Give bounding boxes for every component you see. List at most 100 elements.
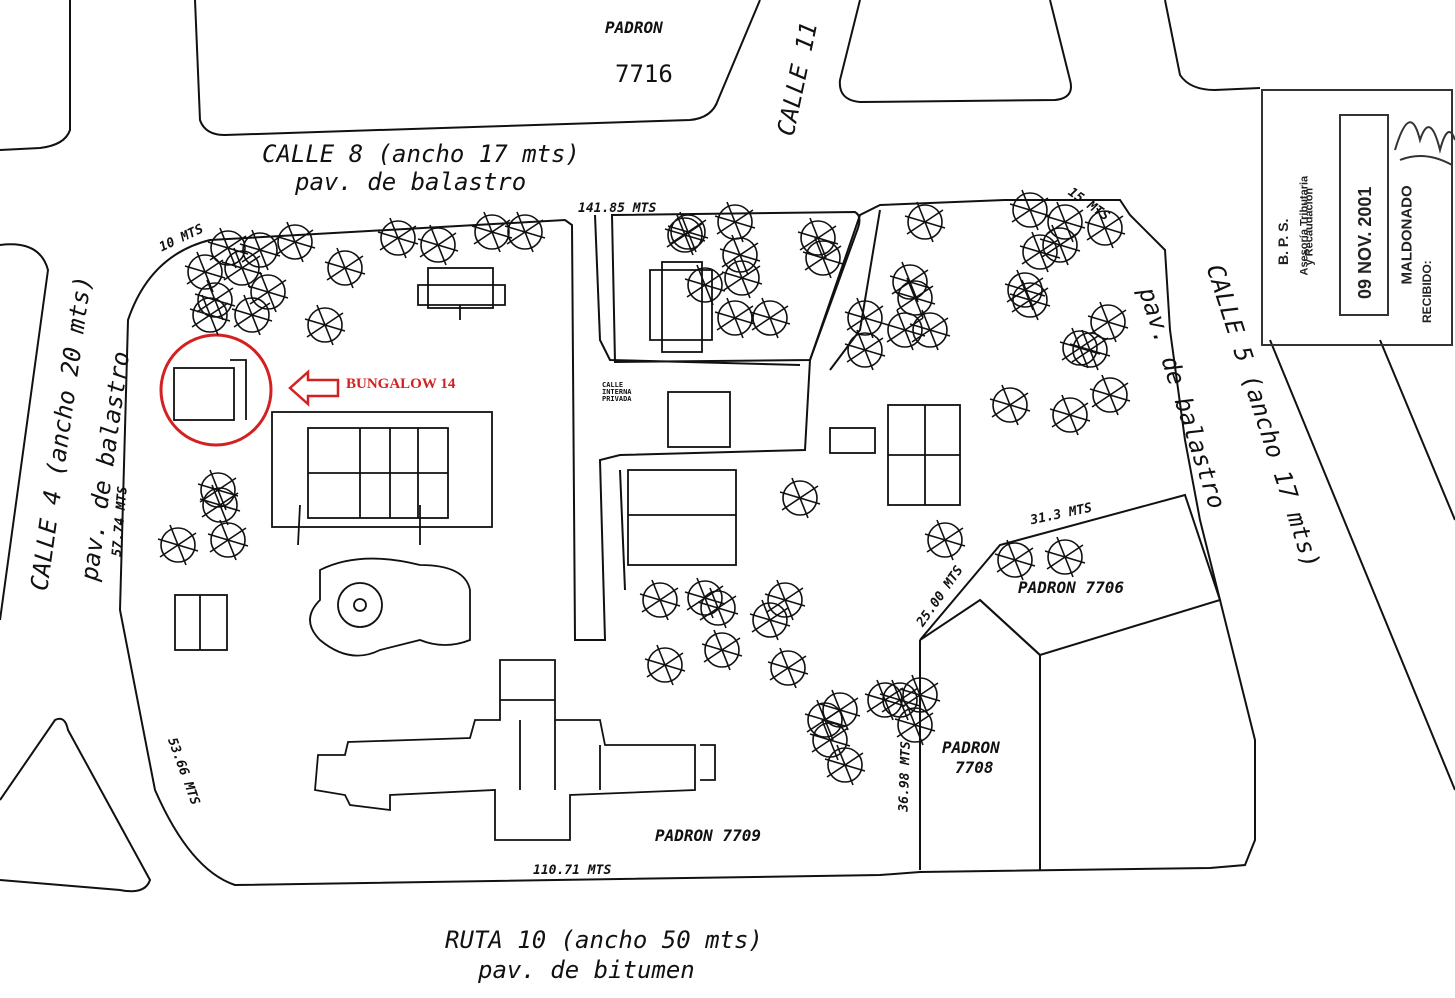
tree-symbol-strokes — [797, 217, 839, 259]
bungalow-14-building — [173, 367, 235, 421]
stamp-line-2: y Recaudación — [1303, 187, 1316, 266]
tree-symbol — [927, 522, 963, 558]
tree-symbol — [192, 297, 228, 333]
tree-symbol-strokes — [274, 221, 316, 263]
tree-symbol-strokes — [924, 519, 966, 561]
tree-symbol — [847, 300, 883, 336]
stamp-date: 09 NOV. 2001 — [1355, 186, 1375, 299]
tree-symbol-strokes — [231, 294, 273, 336]
tree-symbol — [1012, 192, 1048, 228]
tree-symbol — [912, 312, 948, 348]
tree-symbol-strokes — [894, 277, 936, 319]
measure-south: 110.71 MTS — [533, 863, 612, 878]
tree-symbol — [847, 332, 883, 368]
tree-symbol-strokes — [764, 579, 806, 621]
tree-symbol — [1090, 304, 1126, 340]
tree-symbol — [887, 312, 923, 348]
tree-symbol-strokes — [639, 579, 681, 621]
tree-symbol — [1047, 204, 1083, 240]
tree-symbol — [897, 280, 933, 316]
tree-symbol-strokes — [471, 211, 513, 253]
tree-symbol — [687, 580, 723, 616]
tree-symbol-strokes — [324, 247, 366, 289]
tree-symbol-strokes — [1009, 279, 1051, 321]
tennis-court-1 — [271, 411, 493, 528]
tree-symbol-strokes — [884, 309, 926, 351]
tree-symbol — [1007, 272, 1043, 308]
block-top-right-1 — [838, 0, 1072, 104]
tree-symbol-strokes — [377, 217, 419, 259]
tree-symbol-strokes — [664, 214, 706, 256]
tree-symbol — [474, 214, 510, 250]
padron-7706-label: PADRON 7706 — [1018, 578, 1124, 597]
building-d — [829, 427, 876, 454]
tree-symbol-strokes — [189, 294, 231, 336]
tree-symbol — [767, 582, 803, 618]
tree-symbol — [724, 260, 760, 296]
tree-symbol-strokes — [844, 329, 886, 371]
tree-symbol-strokes — [989, 384, 1031, 426]
tree-symbol — [807, 702, 843, 738]
tree-symbol-strokes — [1089, 374, 1131, 416]
tree-symbol-strokes — [184, 251, 226, 293]
tree-symbol — [1022, 234, 1058, 270]
tree-symbol — [224, 250, 260, 286]
tree-symbol — [687, 267, 723, 303]
internal-road-label: CALLE INTERNA PRIVADA — [602, 381, 632, 403]
tree-symbol-strokes — [749, 599, 791, 641]
tree-symbol — [210, 230, 246, 266]
tree-symbol-strokes — [684, 264, 726, 306]
reception-stamp — [1261, 89, 1453, 346]
ruta-10-surface: pav. de bitumen — [478, 956, 695, 984]
tree-symbol — [892, 264, 928, 300]
padron-7716-number: 7716 — [615, 60, 673, 88]
bungalow-14-highlight-circle — [159, 333, 273, 447]
tree-symbol — [752, 300, 788, 336]
tree-symbol-strokes — [904, 201, 946, 243]
tree-symbol-strokes — [157, 524, 199, 566]
tree-symbol — [1092, 377, 1128, 413]
tree-symbol — [1072, 332, 1108, 368]
stamp-city: MALDONADO — [1398, 185, 1416, 285]
block-bottom-left — [0, 717, 152, 893]
tree-symbol-strokes — [721, 257, 763, 299]
tree-symbol-strokes — [1059, 327, 1101, 369]
tree-symbol-strokes — [199, 484, 241, 526]
tree-symbol — [1042, 227, 1078, 263]
tree-symbol — [277, 224, 313, 260]
tree-symbol-strokes — [719, 234, 761, 276]
tree-symbol — [770, 650, 806, 686]
small-building — [174, 594, 228, 651]
tree-symbol-strokes — [1009, 189, 1051, 231]
tree-symbol — [420, 227, 456, 263]
tree-symbol — [907, 204, 943, 240]
calle-8-surface: pav. de balastro — [295, 168, 527, 196]
tree-symbol — [800, 220, 836, 256]
measure-north: 141.85 MTS — [578, 201, 657, 216]
tree-symbol — [242, 232, 278, 268]
tree-symbol-strokes — [714, 201, 756, 243]
block-top-right-2 — [1164, 0, 1261, 92]
tree-symbol-strokes — [804, 699, 846, 741]
parcel-boundary — [118, 199, 1256, 887]
tree-symbol-strokes — [1084, 207, 1126, 249]
tree-symbol-strokes — [239, 229, 281, 271]
tree-symbol-strokes — [207, 519, 249, 561]
tree-symbol-strokes — [1087, 301, 1129, 343]
tree-symbol-strokes — [894, 704, 936, 746]
tree-symbol-strokes — [504, 211, 546, 253]
tree-symbol — [1087, 210, 1123, 246]
tree-symbol — [160, 527, 196, 563]
measure-7708-side: 36.98 MTS — [896, 741, 914, 812]
parking-block — [627, 469, 737, 566]
padron-7708-number: 7708 — [955, 758, 994, 777]
inner-road-1 — [594, 214, 801, 366]
pool — [309, 557, 471, 657]
tree-symbol — [1062, 330, 1098, 366]
block-right-2 — [1379, 339, 1455, 521]
tree-symbol-strokes — [844, 297, 886, 339]
tree-symbol-strokes — [824, 744, 866, 786]
tree-symbol — [704, 632, 740, 668]
